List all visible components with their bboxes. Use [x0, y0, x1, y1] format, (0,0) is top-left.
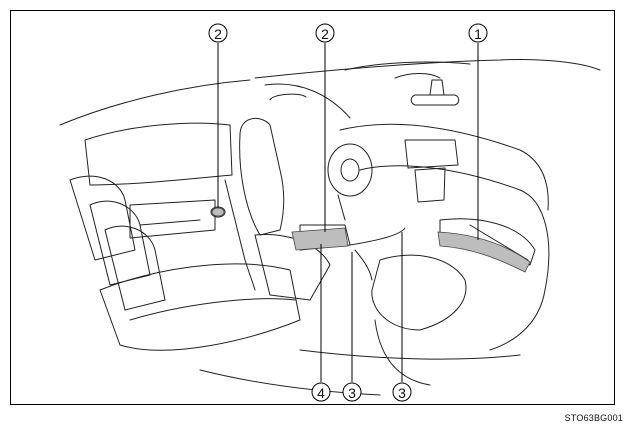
left-door-window: [84, 122, 233, 186]
steering-wheel: [327, 143, 373, 197]
console-top: [349, 227, 406, 246]
driver-seatback: [239, 117, 285, 236]
glove-box-shade: [437, 231, 531, 273]
console-box-shade: [291, 227, 349, 251]
overhead-console: [394, 73, 441, 79]
callout-1-label: 1: [474, 26, 482, 42]
a-pillar: [264, 83, 351, 119]
passenger-seat-base: [374, 319, 431, 386]
steering-hub: [340, 158, 360, 182]
steering-column: [337, 194, 346, 221]
callout-3a-label: 3: [348, 385, 356, 401]
left-door-panel: [129, 199, 216, 239]
roof-line-left: [59, 79, 251, 126]
dashboard-mid: [359, 165, 521, 191]
callout-2a-label: 2: [214, 26, 222, 42]
callout-3b-circle: [392, 382, 412, 402]
grab-handle: [269, 93, 307, 101]
rear-seat-cushion: [99, 263, 301, 351]
windshield-top: [344, 61, 471, 71]
rear-seat-seam: [129, 298, 296, 321]
b-pillar: [224, 179, 256, 291]
callout-1-circle: [468, 23, 488, 43]
right-door-edge: [489, 189, 550, 351]
callout-3a-circle: [342, 382, 362, 402]
figure-frame: [10, 10, 615, 405]
callout-3b-label: 3: [398, 385, 406, 401]
rear-seatback-1: [69, 175, 136, 261]
callout-2b-circle: [315, 23, 335, 43]
mirror-stem: [429, 79, 445, 96]
callout-2a-circle: [208, 23, 228, 43]
callout-4-circle: [311, 382, 331, 402]
rear-seatback-2: [89, 200, 151, 286]
rear-seatback-3: [104, 225, 166, 311]
rearview-mirror: [410, 94, 460, 106]
roof-line-right: [254, 58, 601, 79]
floor-line: [299, 349, 521, 360]
center-stack: [414, 167, 446, 203]
center-display: [404, 139, 459, 169]
callout-2b-label: 2: [321, 26, 329, 42]
passenger-seat-cushion: [371, 254, 467, 331]
console-side: [354, 249, 373, 281]
left-door-armrest: [139, 219, 201, 226]
dashboard-top: [339, 123, 549, 211]
door-pocket-shade: [211, 207, 225, 217]
callout-4-label: 4: [317, 385, 325, 401]
figure-code: STO63BG001: [564, 413, 623, 423]
